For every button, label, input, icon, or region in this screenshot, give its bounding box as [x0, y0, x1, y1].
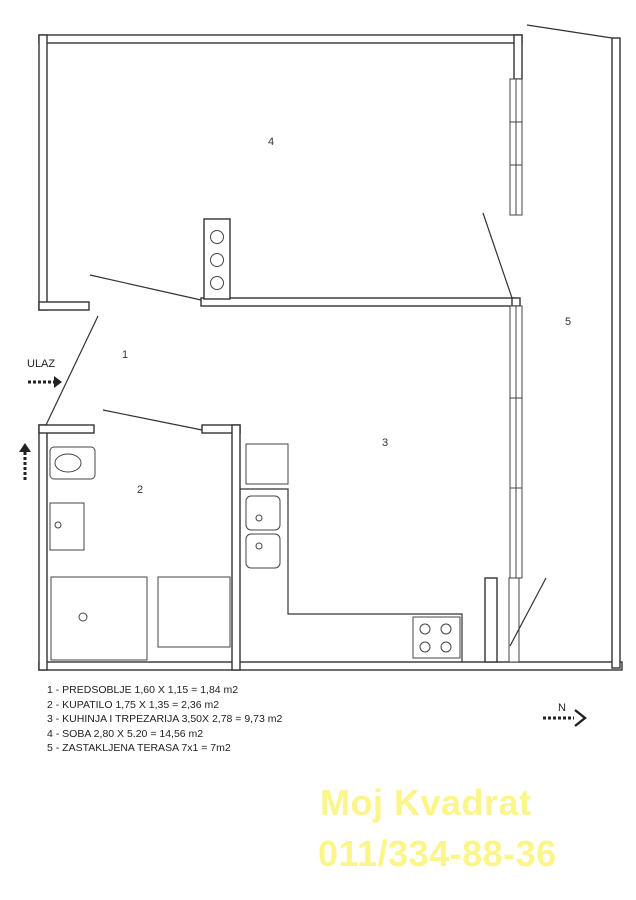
north-label: N — [558, 702, 566, 714]
kitchen-fixtures — [240, 443, 463, 662]
bathroom-fixtures — [49, 446, 231, 661]
up-arrow-icon — [19, 443, 31, 480]
entrance-arrow-icon — [28, 376, 62, 388]
room-legend: 1 - PREDSOBLJE 1,60 X 1,15 = 1,84 m2 2 -… — [47, 683, 282, 756]
room-label-1: 1 — [122, 349, 129, 361]
legend-item: 1 - PREDSOBLJE 1,60 X 1,15 = 1,84 m2 — [47, 684, 239, 696]
chimney-circles — [210, 230, 224, 290]
window-room3 — [508, 305, 523, 663]
window-room4 — [509, 78, 523, 216]
watermark-line2: 011/334-88-36 — [318, 833, 557, 874]
legend-item: 4 - SOBA 2,80 X 5.20 = 14,56 m2 — [47, 727, 204, 740]
legend-item: 2 - KUPATILO 1,75 X 1,35 = 2,36 m2 — [47, 698, 220, 711]
room-label-4: 4 — [268, 136, 275, 148]
north-arrow-icon — [543, 709, 587, 727]
watermark-line1: Moj Kvadrat — [320, 782, 532, 823]
room-label-3: 3 — [382, 437, 389, 449]
legend-item: 3 - KUHINJA I TRPEZARIJA 3,50X 2,78 = 9,… — [47, 713, 283, 726]
entrance-label: ULAZ — [27, 358, 56, 370]
room-label-5: 5 — [565, 316, 572, 328]
legend-item: 5 - ZASTAKLJENA TERASA 7x1 = 7m2 — [47, 742, 231, 755]
room-label-2: 2 — [137, 484, 144, 496]
door-lines — [45, 24, 613, 647]
